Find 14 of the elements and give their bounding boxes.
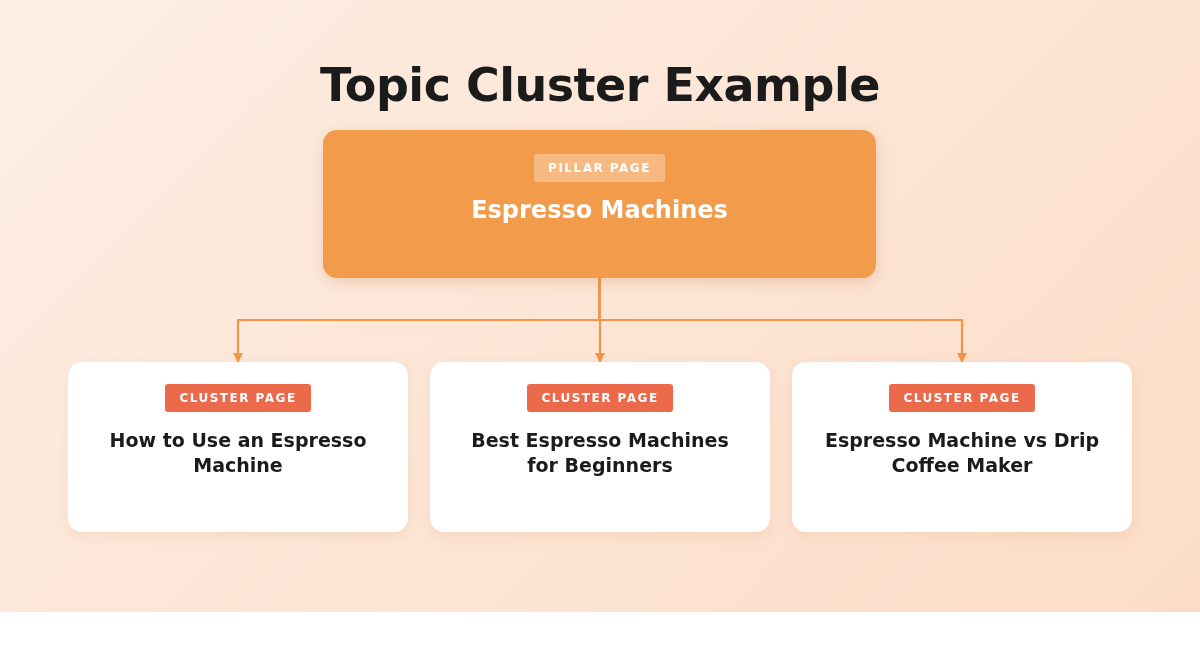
page-type-tag: CLUSTER PAGE	[165, 384, 311, 412]
page-title: Espresso Machines	[471, 196, 728, 224]
page-type-tag: PILLAR PAGE	[534, 154, 665, 182]
cluster-card	[792, 362, 1132, 532]
cluster-card	[430, 362, 770, 532]
page-title: Espresso Machine vs Drip Coffee Maker	[823, 428, 1101, 478]
diagram-title: Topic Cluster Example	[319, 58, 881, 112]
cluster-card	[68, 362, 408, 532]
page-title: How to Use an Espresso Machine	[108, 428, 368, 478]
page-type-tag: CLUSTER PAGE	[889, 384, 1035, 412]
page-type-tag: CLUSTER PAGE	[527, 384, 673, 412]
page-title: Best Espresso Machines for Beginners	[470, 428, 730, 478]
pillar-card	[323, 130, 876, 278]
connector-arrow	[598, 278, 967, 363]
